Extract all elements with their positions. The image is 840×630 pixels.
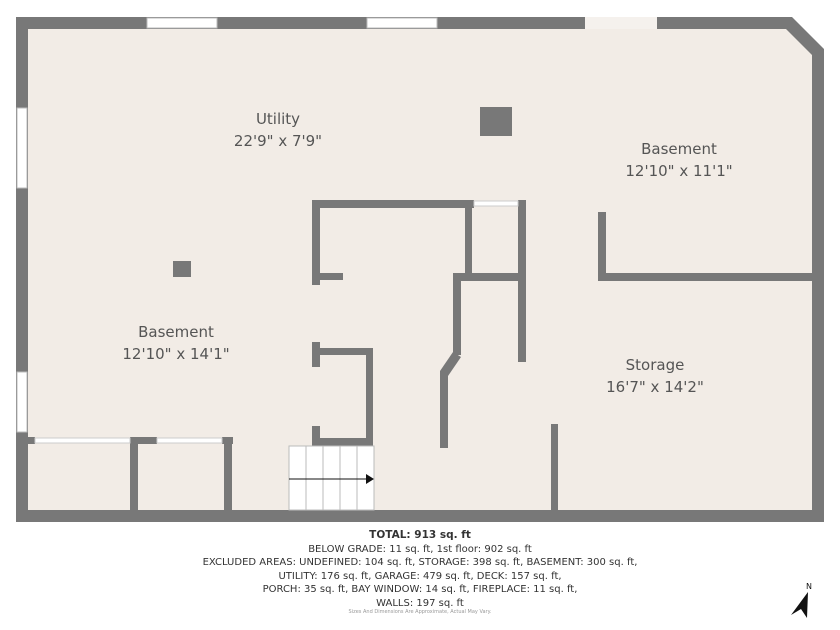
room-basement-left: Basement 12'10" x 14'1"	[122, 321, 229, 365]
room-name: Storage	[625, 356, 685, 374]
total-area: TOTAL: 913 sq. ft	[369, 529, 471, 541]
room-dimensions: 16'7" x 14'2"	[606, 378, 704, 396]
north-arrow-icon: N	[791, 582, 812, 618]
room-name: Utility	[255, 110, 301, 128]
svg-text:N: N	[806, 582, 812, 591]
disclaimer: Sizes And Dimensions Are Approximate, Ac…	[348, 609, 492, 615]
summary-line: EXCLUDED AREAS: UNDEFINED: 104 sq. ft, S…	[202, 557, 638, 568]
summary-line: UTILITY: 176 sq. ft, GARAGE: 479 sq. ft,…	[278, 570, 562, 582]
windows	[16, 17, 438, 433]
interior-openings	[34, 200, 519, 444]
summary-line: PORCH: 35 sq. ft, BAY WINDOW: 14 sq. ft,…	[262, 584, 578, 595]
room-dimensions: 12'10" x 14'1"	[122, 345, 230, 363]
room-dimensions: 12'10" x 11'1"	[625, 162, 733, 180]
room-name: Basement	[138, 323, 214, 341]
room-basement-right: Basement 12'10" x 11'1"	[625, 138, 732, 182]
room-name: Basement	[641, 140, 717, 158]
interior-walls	[28, 107, 812, 510]
summary-line: BELOW GRADE: 11 sq. ft, 1st floor: 902 s…	[308, 543, 532, 555]
room-dimensions: 22'9" x 7'9"	[233, 132, 323, 150]
room-utility: Utility 22'9" x 7'9"	[234, 108, 322, 152]
stairs	[288, 445, 375, 511]
area-summary: TOTAL: 913 sq. ft BELOW GRADE: 11 sq. ft…	[0, 529, 840, 610]
door-opening	[585, 17, 657, 29]
room-storage: Storage 16'7" x 14'2"	[606, 354, 704, 398]
floor	[28, 29, 812, 510]
summary-line: WALLS: 197 sq. ft	[376, 597, 464, 609]
